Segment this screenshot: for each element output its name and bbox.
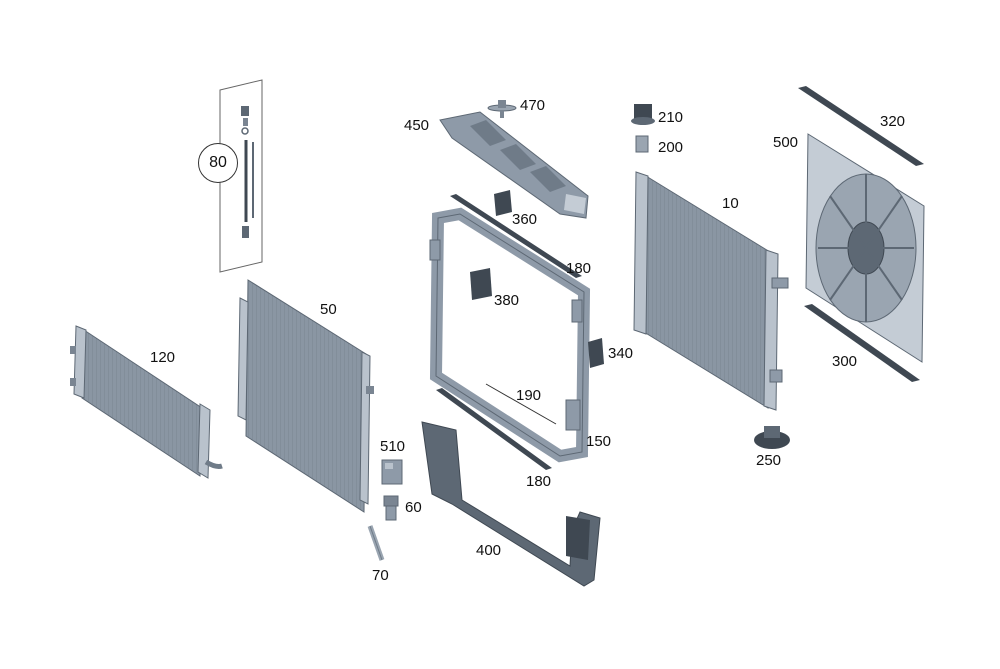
label-180-upper: 180: [566, 260, 592, 277]
part-70-sensor: [367, 525, 385, 561]
part-450-air-duct: [439, 111, 589, 219]
label-120: 120: [150, 349, 176, 366]
label-250: 250: [756, 452, 782, 469]
part-180-seal-upper: [450, 194, 582, 278]
part-320-seal: [798, 86, 924, 166]
part-300-seal: [804, 304, 920, 382]
label-180-lower: 180: [526, 473, 552, 490]
part-210-cap: [631, 104, 655, 125]
part-180-seal-lower: [436, 388, 552, 470]
part-10-radiator: [633, 171, 789, 411]
part-400-air-guide: [421, 421, 601, 587]
label-10: 10: [722, 195, 739, 212]
label-70: 70: [372, 567, 389, 584]
label-80: 80: [198, 143, 238, 183]
label-190: 190: [516, 387, 542, 404]
part-340-block: [588, 338, 604, 368]
part-380-block: [470, 268, 492, 300]
label-60: 60: [405, 499, 422, 516]
label-400: 400: [476, 542, 502, 559]
part-250-drain-cap: [754, 426, 790, 449]
label-380: 380: [494, 292, 520, 309]
part-500-fan-shroud: [805, 133, 925, 363]
label-360: 360: [512, 211, 538, 228]
label-320: 320: [880, 113, 906, 130]
label-300: 300: [832, 353, 858, 370]
part-50-condenser: [237, 279, 374, 513]
label-470: 470: [520, 97, 546, 114]
label-210: 210: [658, 109, 684, 126]
part-200-plug: [635, 135, 649, 153]
label-50: 50: [320, 301, 337, 318]
part-80-dryer-kit: [219, 79, 263, 273]
label-500: 500: [773, 134, 799, 151]
part-60-switch: [383, 495, 399, 521]
label-340: 340: [608, 345, 634, 362]
part-470-clip: [487, 100, 517, 118]
part-510-bracket: [381, 459, 403, 485]
label-150: 150: [586, 433, 612, 450]
label-200: 200: [658, 139, 684, 156]
part-360-block: [494, 190, 512, 216]
part-120-condenser: [70, 325, 223, 479]
part-150-frame: [429, 207, 591, 463]
label-510: 510: [380, 438, 406, 455]
label-450: 450: [404, 117, 430, 134]
